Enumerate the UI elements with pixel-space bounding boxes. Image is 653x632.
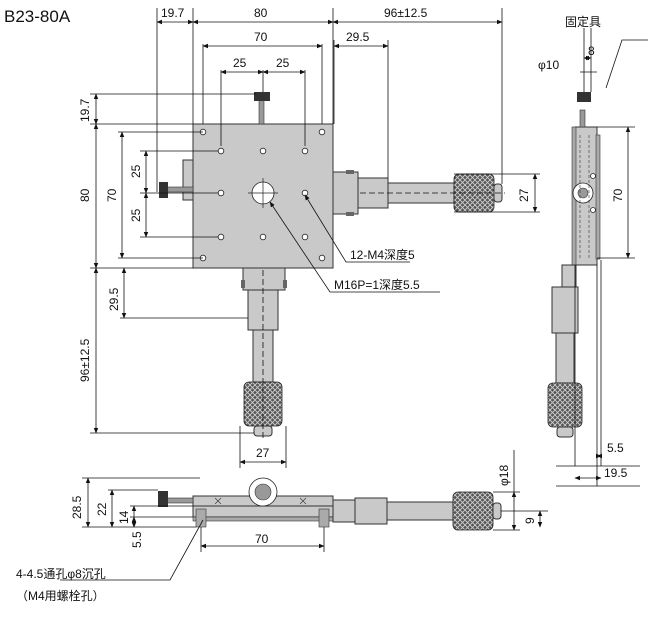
note-holes-line1: 4-4.5通孔φ8沉孔 xyxy=(16,567,106,581)
top-view: 19.7 80 96±12.5 70 29.5 25 25 19.7 80 70… xyxy=(78,6,540,468)
dim-8: 8 xyxy=(588,44,595,58)
lock-screw-top xyxy=(258,99,265,125)
dim-27-right: 27 xyxy=(517,188,531,202)
callout-mounting-holes: 12-M4深度5 xyxy=(350,247,415,262)
dim-96-top: 96±12.5 xyxy=(384,6,428,20)
dim-19-5-side: 19.5 xyxy=(604,466,628,480)
front-lower-stage xyxy=(192,505,334,518)
dim-27-bottom: 27 xyxy=(256,446,270,460)
dim-29-5-top: 29.5 xyxy=(346,30,370,44)
dim-70-left: 70 xyxy=(105,188,119,202)
dim-22-front: 22 xyxy=(95,502,109,516)
dim-28-5-front: 28.5 xyxy=(70,495,84,519)
lock-knob-side xyxy=(577,92,591,102)
note-holes-line2: （M4用螺栓孔） xyxy=(16,588,105,603)
dim-70-front: 70 xyxy=(255,532,269,546)
dim-phi18-front: φ18 xyxy=(497,465,511,486)
side-view: 固定具 8 φ10 70 5.5 19.5 xyxy=(538,14,648,487)
dim-25-upper: 25 xyxy=(129,164,143,178)
dim-96-left: 96±12.5 xyxy=(78,338,92,382)
dim-70-top: 70 xyxy=(254,30,268,44)
dim-29-5-left: 29.5 xyxy=(107,287,121,311)
callout-center-hole: M16P=1深度5.5 xyxy=(334,277,420,292)
dim-phi10: φ10 xyxy=(538,58,559,72)
dim-25-left: 25 xyxy=(233,56,247,70)
dim-14-front: 14 xyxy=(117,510,131,524)
dim-70-side: 70 xyxy=(611,188,625,202)
dim-80-top: 80 xyxy=(254,6,268,20)
model-title: B23-80A xyxy=(4,7,71,26)
dim-25-right: 25 xyxy=(276,56,290,70)
dim-5-5-front: 5.5 xyxy=(130,531,144,548)
dim-9-front: 9 xyxy=(523,517,537,524)
front-view: 28.5 22 14 5.5 70 φ18 9 4-4.5通孔φ8沉孔 （M4用… xyxy=(16,450,548,603)
dim-19-7-top: 19.7 xyxy=(161,6,185,20)
dim-19-7-left: 19.7 xyxy=(78,98,92,122)
dim-25-lower: 25 xyxy=(129,208,143,222)
lock-knob-left xyxy=(159,182,168,198)
dim-5-5-side: 5.5 xyxy=(607,441,624,455)
dim-80-left: 80 xyxy=(78,188,92,202)
lock-label: 固定具 xyxy=(565,14,601,29)
micrometer-y xyxy=(241,267,287,440)
micrometer-x xyxy=(332,170,505,216)
lock-block xyxy=(182,159,194,201)
lock-knob-top xyxy=(254,92,270,101)
lock-knob-front xyxy=(158,491,168,507)
